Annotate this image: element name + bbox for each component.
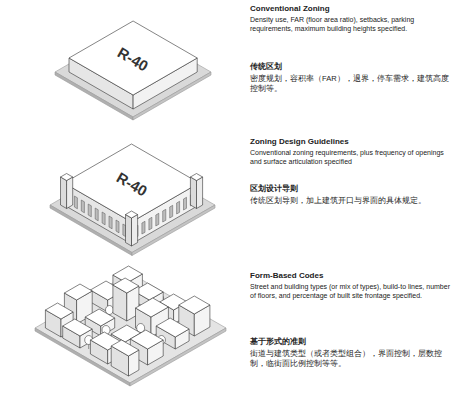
ground-plate	[35, 273, 226, 386]
section-heading: 基于形式的准则	[250, 337, 450, 347]
iso-box	[63, 319, 92, 348]
section-description: Density use, FAR (floor area ratio), set…	[250, 15, 450, 33]
zoning-block: R-40	[60, 15, 210, 115]
section-description: 传统区划导则，加上建筑开口与界面的具体规定。	[250, 196, 450, 206]
section-description: Conventional zoning requirements, plus f…	[250, 148, 450, 166]
form-based-buildings	[45, 266, 210, 376]
iso-box	[126, 211, 138, 246]
section-heading: 区划设计导则	[250, 184, 450, 194]
section-heading: Conventional Zoning	[250, 4, 450, 14]
section-description: Street and building types (or mix of typ…	[250, 282, 450, 300]
section-description: 密度规划，容积率（FAR），退界，停车需求，建筑高度控制等。	[250, 74, 450, 94]
block-outline	[55, 145, 205, 255]
iso-box	[69, 21, 197, 109]
iso-box	[113, 278, 139, 321]
iso-box	[190, 174, 202, 209]
iso-box	[111, 340, 139, 376]
iso-box	[61, 174, 73, 209]
section-heading: 传统区划	[250, 62, 450, 72]
zoning-block: R-40	[55, 145, 205, 255]
section-heading: Form-Based Codes	[250, 271, 450, 281]
section-heading: Zoning Design Guidelines	[250, 137, 450, 147]
section-description: 街道与建筑类型（或者类型组合），界面控制，层数控制，临街面比例控制等等。	[250, 349, 450, 369]
